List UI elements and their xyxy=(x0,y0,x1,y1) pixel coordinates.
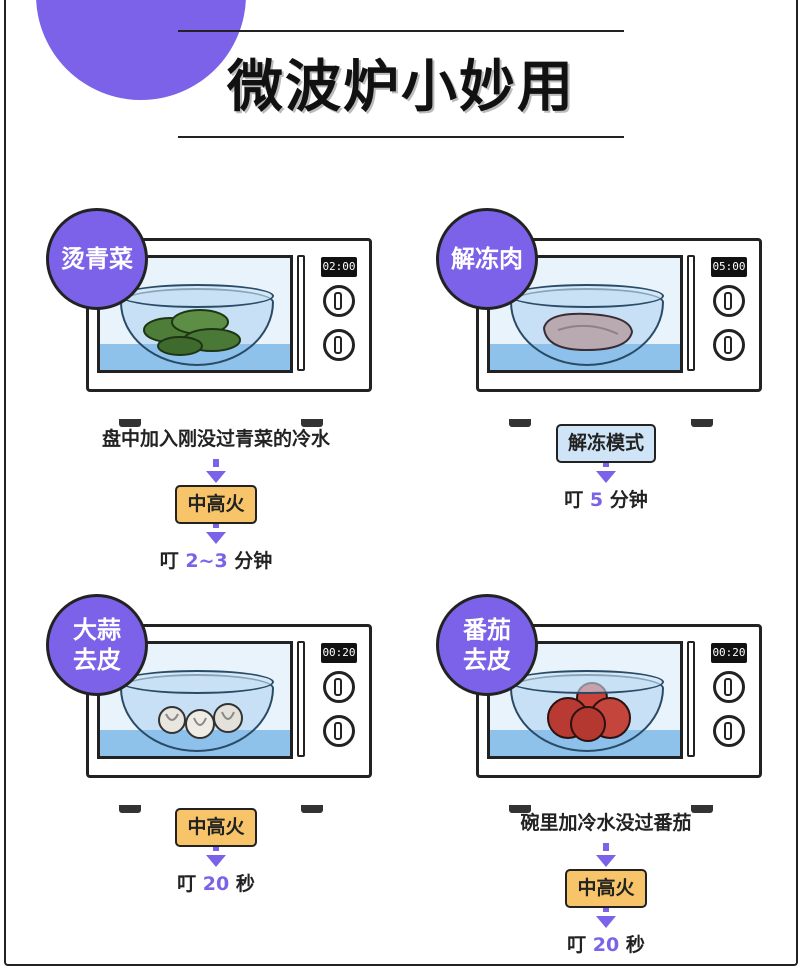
foot-right xyxy=(691,419,713,427)
time-knob xyxy=(323,715,355,747)
foot-left xyxy=(119,805,141,813)
power-knob xyxy=(323,285,355,317)
arrow-down-icon xyxy=(213,843,219,851)
steps: 盘中加入刚没过青菜的冷水 中高火 叮 2~3 分钟 xyxy=(46,424,386,577)
page-frame xyxy=(4,0,798,966)
title-rule-top xyxy=(178,30,624,32)
time-knob xyxy=(713,715,745,747)
heat-tag: 中高火 xyxy=(175,808,257,847)
bowl-rim xyxy=(120,284,274,308)
heat-tag: 中高火 xyxy=(175,485,257,524)
microwave: 02:00 xyxy=(86,238,372,427)
door-handle xyxy=(687,641,695,757)
card-label-badge: 大蒜去皮 xyxy=(46,594,148,696)
foot-right xyxy=(301,419,323,427)
foot-left xyxy=(119,419,141,427)
heat-tag: 中高火 xyxy=(565,869,647,908)
arrow-down-icon xyxy=(596,916,616,928)
time-knob xyxy=(713,329,745,361)
arrow-down-icon xyxy=(206,532,226,544)
timer-display: 00:20 xyxy=(321,643,357,663)
arrow-down-icon xyxy=(206,855,226,867)
power-knob xyxy=(713,671,745,703)
arrow-down-icon xyxy=(213,459,219,467)
greens-illustration xyxy=(143,309,241,356)
step-text: 碗里加冷水没过番茄 xyxy=(520,812,692,834)
card-label-badge: 烫青菜 xyxy=(46,208,148,310)
arrow-down-icon xyxy=(596,855,616,867)
arrow-down-icon xyxy=(206,471,226,483)
foot-left xyxy=(509,805,531,813)
page-title: 微波炉小妙用 xyxy=(227,55,575,120)
step-time: 叮 20 秒 xyxy=(567,934,645,956)
step-time: 叮 20 秒 xyxy=(177,873,255,895)
timer-display: 05:00 xyxy=(711,257,747,277)
arrow-down-icon xyxy=(603,904,609,912)
foot-right xyxy=(691,805,713,813)
power-knob xyxy=(713,285,745,317)
steps: 解冻模式 叮 5 分钟 xyxy=(436,424,776,516)
time-knob xyxy=(323,329,355,361)
door-handle xyxy=(687,255,695,371)
bowl-rim xyxy=(120,670,274,694)
step-time: 叮 2~3 分钟 xyxy=(159,550,273,572)
steps: 中高火 叮 20 秒 xyxy=(46,808,386,900)
door-handle xyxy=(297,641,305,757)
step-text: 盘中加入刚没过青菜的冷水 xyxy=(101,428,330,450)
timer-display: 00:20 xyxy=(711,643,747,663)
card-label-badge: 解冻肉 xyxy=(436,208,538,310)
timer-display: 02:00 xyxy=(321,257,357,277)
foot-right xyxy=(301,805,323,813)
power-knob xyxy=(323,671,355,703)
bowl-rim xyxy=(510,284,664,308)
step-time: 叮 5 分钟 xyxy=(564,489,648,511)
mode-tag: 解冻模式 xyxy=(555,424,656,463)
steps: 碗里加冷水没过番茄 中高火 叮 20 秒 xyxy=(436,808,776,961)
foot-left xyxy=(509,419,531,427)
microwave-window xyxy=(487,255,683,373)
title-rule-bottom xyxy=(178,136,624,138)
arrow-down-icon xyxy=(603,459,609,467)
door-handle xyxy=(297,255,305,371)
arrow-down-icon xyxy=(603,843,609,851)
meat-illustration xyxy=(542,312,634,352)
garlic-illustration xyxy=(158,703,243,739)
microwave-window xyxy=(97,255,293,373)
arrow-down-icon xyxy=(596,471,616,483)
arrow-down-icon xyxy=(213,520,219,528)
bowl-rim xyxy=(510,670,664,694)
card-label-badge: 番茄去皮 xyxy=(436,594,538,696)
